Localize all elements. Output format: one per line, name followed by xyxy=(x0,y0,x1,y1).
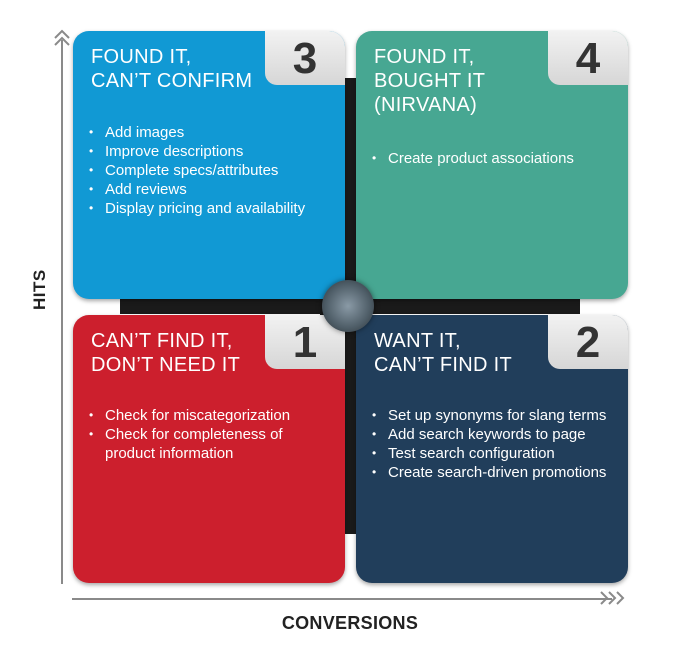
action-list: Check for miscategorization Check for co… xyxy=(87,406,327,463)
quadrant-title: CAN’T FIND IT, DON’T NEED IT xyxy=(91,330,241,376)
double-chevron-up-icon xyxy=(54,29,70,46)
action-list: Add images Improve descriptions Complete… xyxy=(87,123,327,218)
action-list: Create product associations xyxy=(370,149,610,168)
list-item: Check for miscategorization xyxy=(87,406,327,425)
quadrant-number-badge: 2 xyxy=(548,315,628,369)
quadrant-title: WANT IT, CAN’T FIND IT xyxy=(374,330,512,376)
list-item: Create product associations xyxy=(370,149,610,168)
list-item: Add images xyxy=(87,123,327,142)
quadrant-4: 4 FOUND IT, BOUGHT IT (NIRVANA) Create p… xyxy=(356,31,628,299)
list-item: Check for completeness of product inform… xyxy=(87,425,327,463)
action-list: Set up synonyms for slang terms Add sear… xyxy=(370,406,610,482)
x-axis-label: CONVERSIONS xyxy=(281,613,419,633)
quadrant-1: 1 CAN’T FIND IT, DON’T NEED IT Check for… xyxy=(73,315,345,583)
triple-chevron-right-icon xyxy=(600,591,625,605)
list-item: Create search-driven promotions xyxy=(370,463,610,482)
quadrant-2: 2 WANT IT, CAN’T FIND IT Set up synonyms… xyxy=(356,315,628,583)
quadrant-3: 3 FOUND IT, CAN’T CONFIRM Add images Imp… xyxy=(73,31,345,299)
quadrant-number-badge: 1 xyxy=(265,315,345,369)
quadrant-title: FOUND IT, BOUGHT IT (NIRVANA) xyxy=(374,46,486,116)
y-axis-label: HITS xyxy=(30,269,49,310)
list-item: Display pricing and availability xyxy=(87,199,327,218)
list-item: Add reviews xyxy=(87,180,327,199)
list-item: Test search configuration xyxy=(370,444,610,463)
center-circle xyxy=(322,280,374,332)
list-item: Improve descriptions xyxy=(87,142,327,161)
quadrant-number-badge: 3 xyxy=(265,31,345,85)
x-axis-line xyxy=(72,598,612,600)
y-axis-line xyxy=(61,40,63,584)
list-item: Add search keywords to page xyxy=(370,425,610,444)
quadrant-number-badge: 4 xyxy=(548,31,628,85)
quadrant-title: FOUND IT, CAN’T CONFIRM xyxy=(91,46,253,92)
list-item: Set up synonyms for slang terms xyxy=(370,406,610,425)
list-item: Complete specs/attributes xyxy=(87,161,327,180)
